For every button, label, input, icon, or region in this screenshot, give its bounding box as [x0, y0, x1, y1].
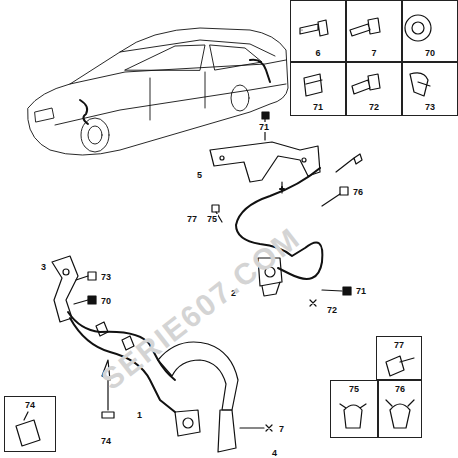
part-cell: 75: [330, 380, 378, 438]
part-cell: 77: [376, 336, 422, 380]
callout-number: 71: [258, 122, 270, 132]
part-cell: 7: [346, 0, 402, 62]
callout-number: 71: [355, 286, 367, 296]
bracket-3: [52, 256, 96, 322]
heat-shield: [158, 342, 272, 452]
callout-number: 7: [347, 48, 401, 58]
callout-number: 73: [100, 272, 112, 282]
callout-number: 70: [100, 296, 112, 306]
part-cell: 73: [402, 62, 458, 116]
part-cell: 72: [346, 62, 402, 116]
part-cell: 70: [402, 0, 458, 62]
callout-number: 76: [352, 187, 364, 197]
callout-number: 1: [136, 410, 143, 420]
car-outline: [28, 28, 288, 155]
callout-number: 70: [403, 48, 457, 58]
callout-number: 3: [40, 262, 47, 272]
callout-number: 6: [291, 48, 345, 58]
callout-number: 71: [291, 102, 345, 112]
callout-number: 5: [196, 170, 203, 180]
part-cell: 76: [378, 380, 422, 438]
watermark: SERIE607.COM: [95, 221, 307, 397]
callout-number: 7: [278, 424, 285, 434]
part-cell: 71: [290, 62, 346, 116]
callout-number: 77: [186, 214, 198, 224]
callout-number: 4: [271, 448, 278, 458]
fastener-icons: [16, 15, 431, 446]
part-cell: 74: [4, 396, 56, 452]
callout-number: 76: [379, 384, 421, 394]
callout-number: 72: [326, 305, 338, 315]
callout-number: 75: [206, 214, 218, 224]
callout-number: 77: [377, 340, 421, 350]
callout-number: 72: [347, 102, 401, 112]
part-cell: 6: [290, 0, 346, 62]
callout-number: 75: [331, 384, 377, 394]
callout-number: 73: [403, 102, 457, 112]
callout-number: 74: [5, 400, 55, 410]
callout-number: 74: [100, 436, 112, 446]
